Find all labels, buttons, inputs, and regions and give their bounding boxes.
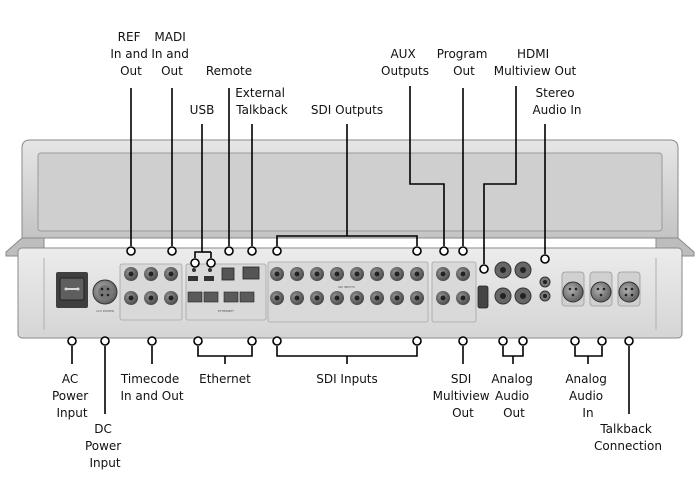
leader-analog-out	[502, 346, 524, 357]
label-aux-outputs: AUX Outputs	[381, 47, 429, 78]
leader-ethernet	[197, 346, 253, 357]
ref-timecode-madi-bncs	[119, 263, 183, 321]
leader-hdmi	[483, 86, 517, 264]
endpoint-sdi-multiview	[458, 336, 468, 346]
leader-usb	[194, 124, 203, 258]
label-sdi-outputs: SDI Outputs	[311, 103, 383, 117]
analog-audio-out-jacks	[494, 261, 532, 305]
label-analog-audio-out: Analog Audio Out	[491, 372, 536, 420]
endpoint-program	[458, 246, 468, 256]
endpoint-sdi-out-right	[412, 246, 422, 256]
label-ref-in-out: REF In and Out	[110, 30, 151, 78]
endpoint-dc	[100, 336, 110, 346]
label-program-out: Program Out	[437, 47, 491, 78]
label-talkback-connection: Talkback Connection	[594, 422, 662, 453]
leader-lines	[71, 86, 630, 414]
sdi-input-row	[270, 291, 424, 305]
rear-connectors: 12V POWER ETHERNET	[56, 261, 641, 323]
endpoint-sdi-out-left	[272, 246, 282, 256]
chassis-lid-panel	[37, 152, 663, 232]
endpoint-talkback-connection	[624, 336, 634, 346]
talkback-xlr	[617, 271, 641, 307]
label-ethernet: Ethernet	[199, 372, 251, 386]
endpoint-analog-out-right	[518, 336, 528, 346]
endpoint-remote	[224, 246, 234, 256]
label-ac-power-input: AC Power Input	[52, 372, 92, 420]
endpoint-ethernet-right	[247, 336, 257, 346]
sdi-output-row	[270, 267, 424, 281]
endpoint-analog-in-left	[570, 336, 580, 346]
endpoint-sdi-in-right	[412, 336, 422, 346]
endpoint-hdmi	[479, 264, 489, 274]
endpoint-madi	[167, 246, 177, 256]
label-sdi-multiview-out: SDI Multiview Out	[433, 372, 494, 420]
label-external-talkback: External Talkback	[235, 86, 289, 117]
aux-program-block	[431, 261, 477, 323]
leader-aux	[409, 86, 445, 246]
ac-power-inlet	[56, 272, 88, 308]
svg-text:SDI INPUTS: SDI INPUTS	[338, 285, 355, 289]
endpoint-ref	[126, 246, 136, 256]
label-usb: USB	[190, 103, 215, 117]
svg-text:12V POWER: 12V POWER	[96, 309, 114, 313]
analog-audio-in-xlr	[561, 271, 613, 307]
leader-analog-in	[574, 346, 603, 357]
leader-sdi-inputs	[276, 346, 418, 357]
endpoint-ac	[67, 336, 77, 346]
hdmi-port	[477, 285, 489, 309]
endpoint-ethernet-left	[193, 336, 203, 346]
sdi-bnc-block: SDI INPUTS	[267, 261, 429, 323]
stereo-audio-in-rca	[539, 276, 551, 302]
endpoint-stereo	[540, 254, 550, 264]
endpoint-analog-in-right	[597, 336, 607, 346]
label-sdi-inputs: SDI Inputs	[316, 372, 378, 386]
leader-endpoints	[67, 246, 634, 346]
svg-text:ETHERNET: ETHERNET	[218, 309, 234, 313]
label-analog-audio-in: Analog Audio In	[565, 372, 610, 420]
endpoint-usb-left	[190, 258, 200, 268]
label-timecode-in-out: Timecode In and Out	[120, 372, 184, 403]
usb-remote-ethernet-block: ETHERNET	[185, 263, 267, 321]
endpoint-talkback	[247, 246, 257, 256]
label-dc-power-input: DC Power Input	[85, 422, 125, 470]
endpoint-aux	[439, 246, 449, 256]
endpoint-usb-right	[206, 258, 216, 268]
label-hdmi-multiview-out: HDMI Multiview Out	[494, 47, 577, 78]
dc-power-connector: 12V POWER	[92, 279, 118, 313]
endpoint-timecode	[147, 336, 157, 346]
label-remote: Remote	[206, 64, 252, 78]
labels: REF In and Out MADI In and Out Remote US…	[52, 30, 662, 470]
endpoint-analog-out-left	[498, 336, 508, 346]
label-madi-in-out: MADI In and Out	[151, 30, 192, 78]
endpoint-sdi-in-left	[272, 336, 282, 346]
label-stereo-audio-in: Stereo Audio In	[532, 86, 581, 117]
